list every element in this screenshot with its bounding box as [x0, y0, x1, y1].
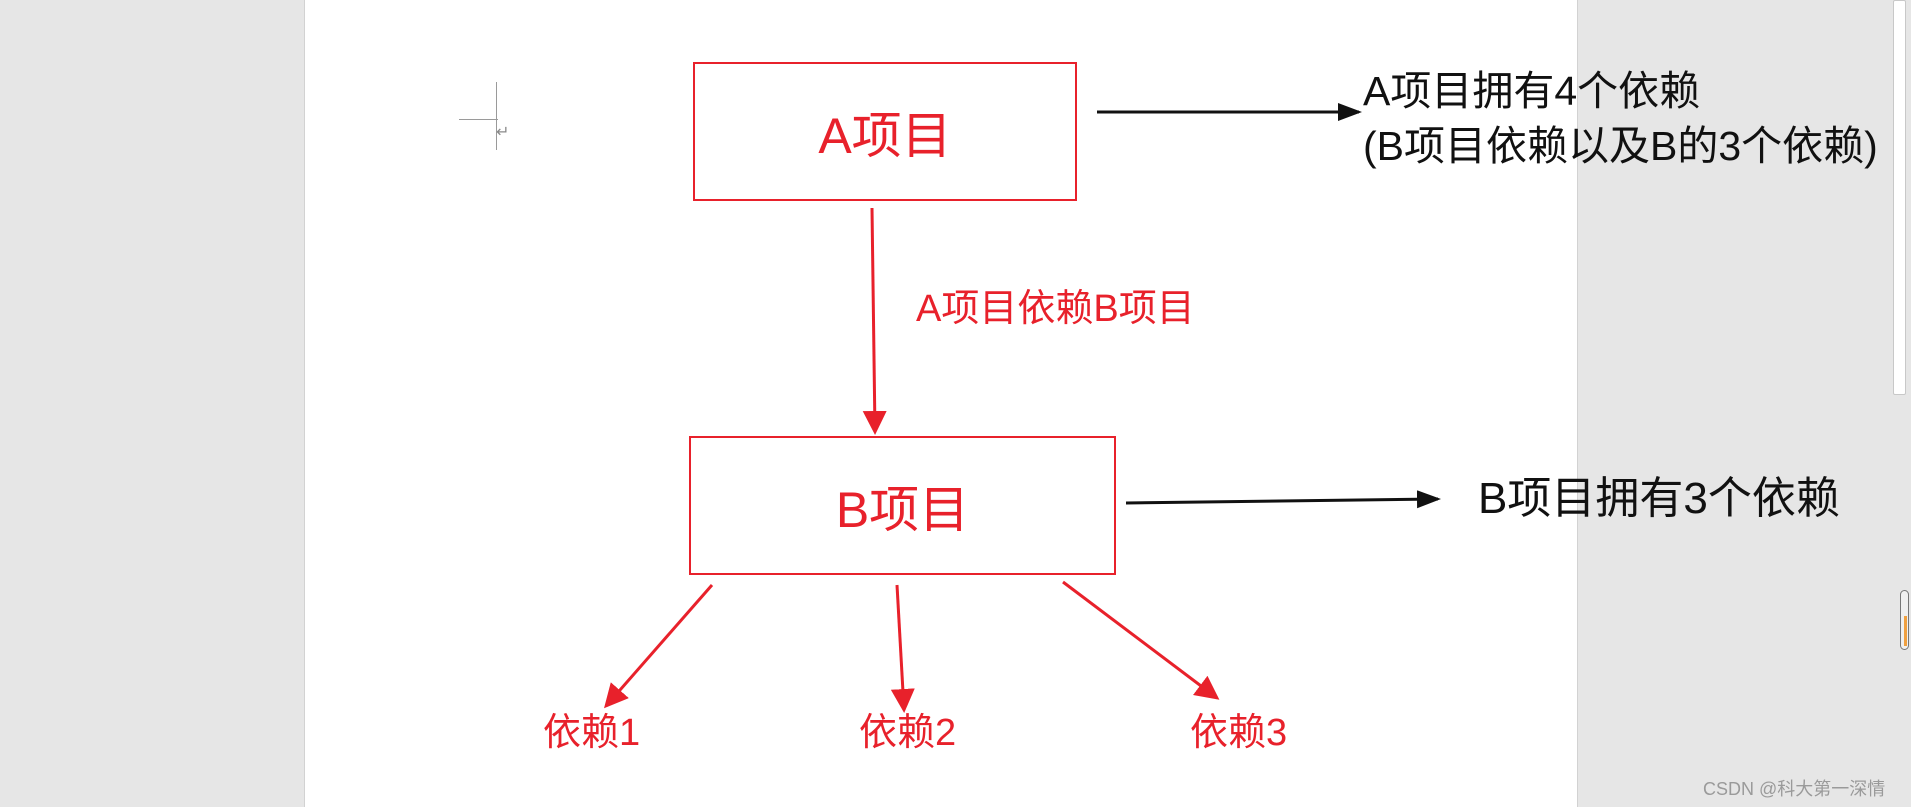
- node-b-box: B项目: [689, 436, 1116, 575]
- dependency-1-label: 依赖1: [543, 712, 641, 754]
- paragraph-mark-icon: ↵: [496, 122, 510, 141]
- vertical-scrollbar[interactable]: [1890, 0, 1911, 807]
- node-b-label: B项目: [835, 481, 970, 538]
- note-a-line-1: A项目拥有4个依赖: [1363, 68, 1701, 114]
- watermark: CSDN @科大第一深情: [1703, 779, 1886, 799]
- note-b-text: B项目拥有3个依赖: [1478, 474, 1840, 523]
- margin-corner-mark-horizontal: [459, 119, 498, 120]
- scrollbar-thumb-grip: [1904, 616, 1907, 646]
- dependency-3-label: 依赖3: [1190, 712, 1288, 754]
- scrollbar-track-upper[interactable]: [1893, 0, 1906, 395]
- margin-corner-mark-vertical: [496, 82, 497, 150]
- node-a-box: A项目: [693, 62, 1077, 201]
- note-a-line-2: (B项目依赖以及B的3个依赖): [1363, 123, 1878, 169]
- node-a-label: A项目: [818, 107, 952, 164]
- edge-a-to-b-label: A项目依赖B项目: [916, 288, 1195, 330]
- page-edge-right: [1577, 0, 1578, 807]
- page-edge-left: [304, 0, 305, 807]
- scrollbar-thumb[interactable]: [1900, 590, 1909, 650]
- dependency-2-label: 依赖2: [859, 712, 957, 754]
